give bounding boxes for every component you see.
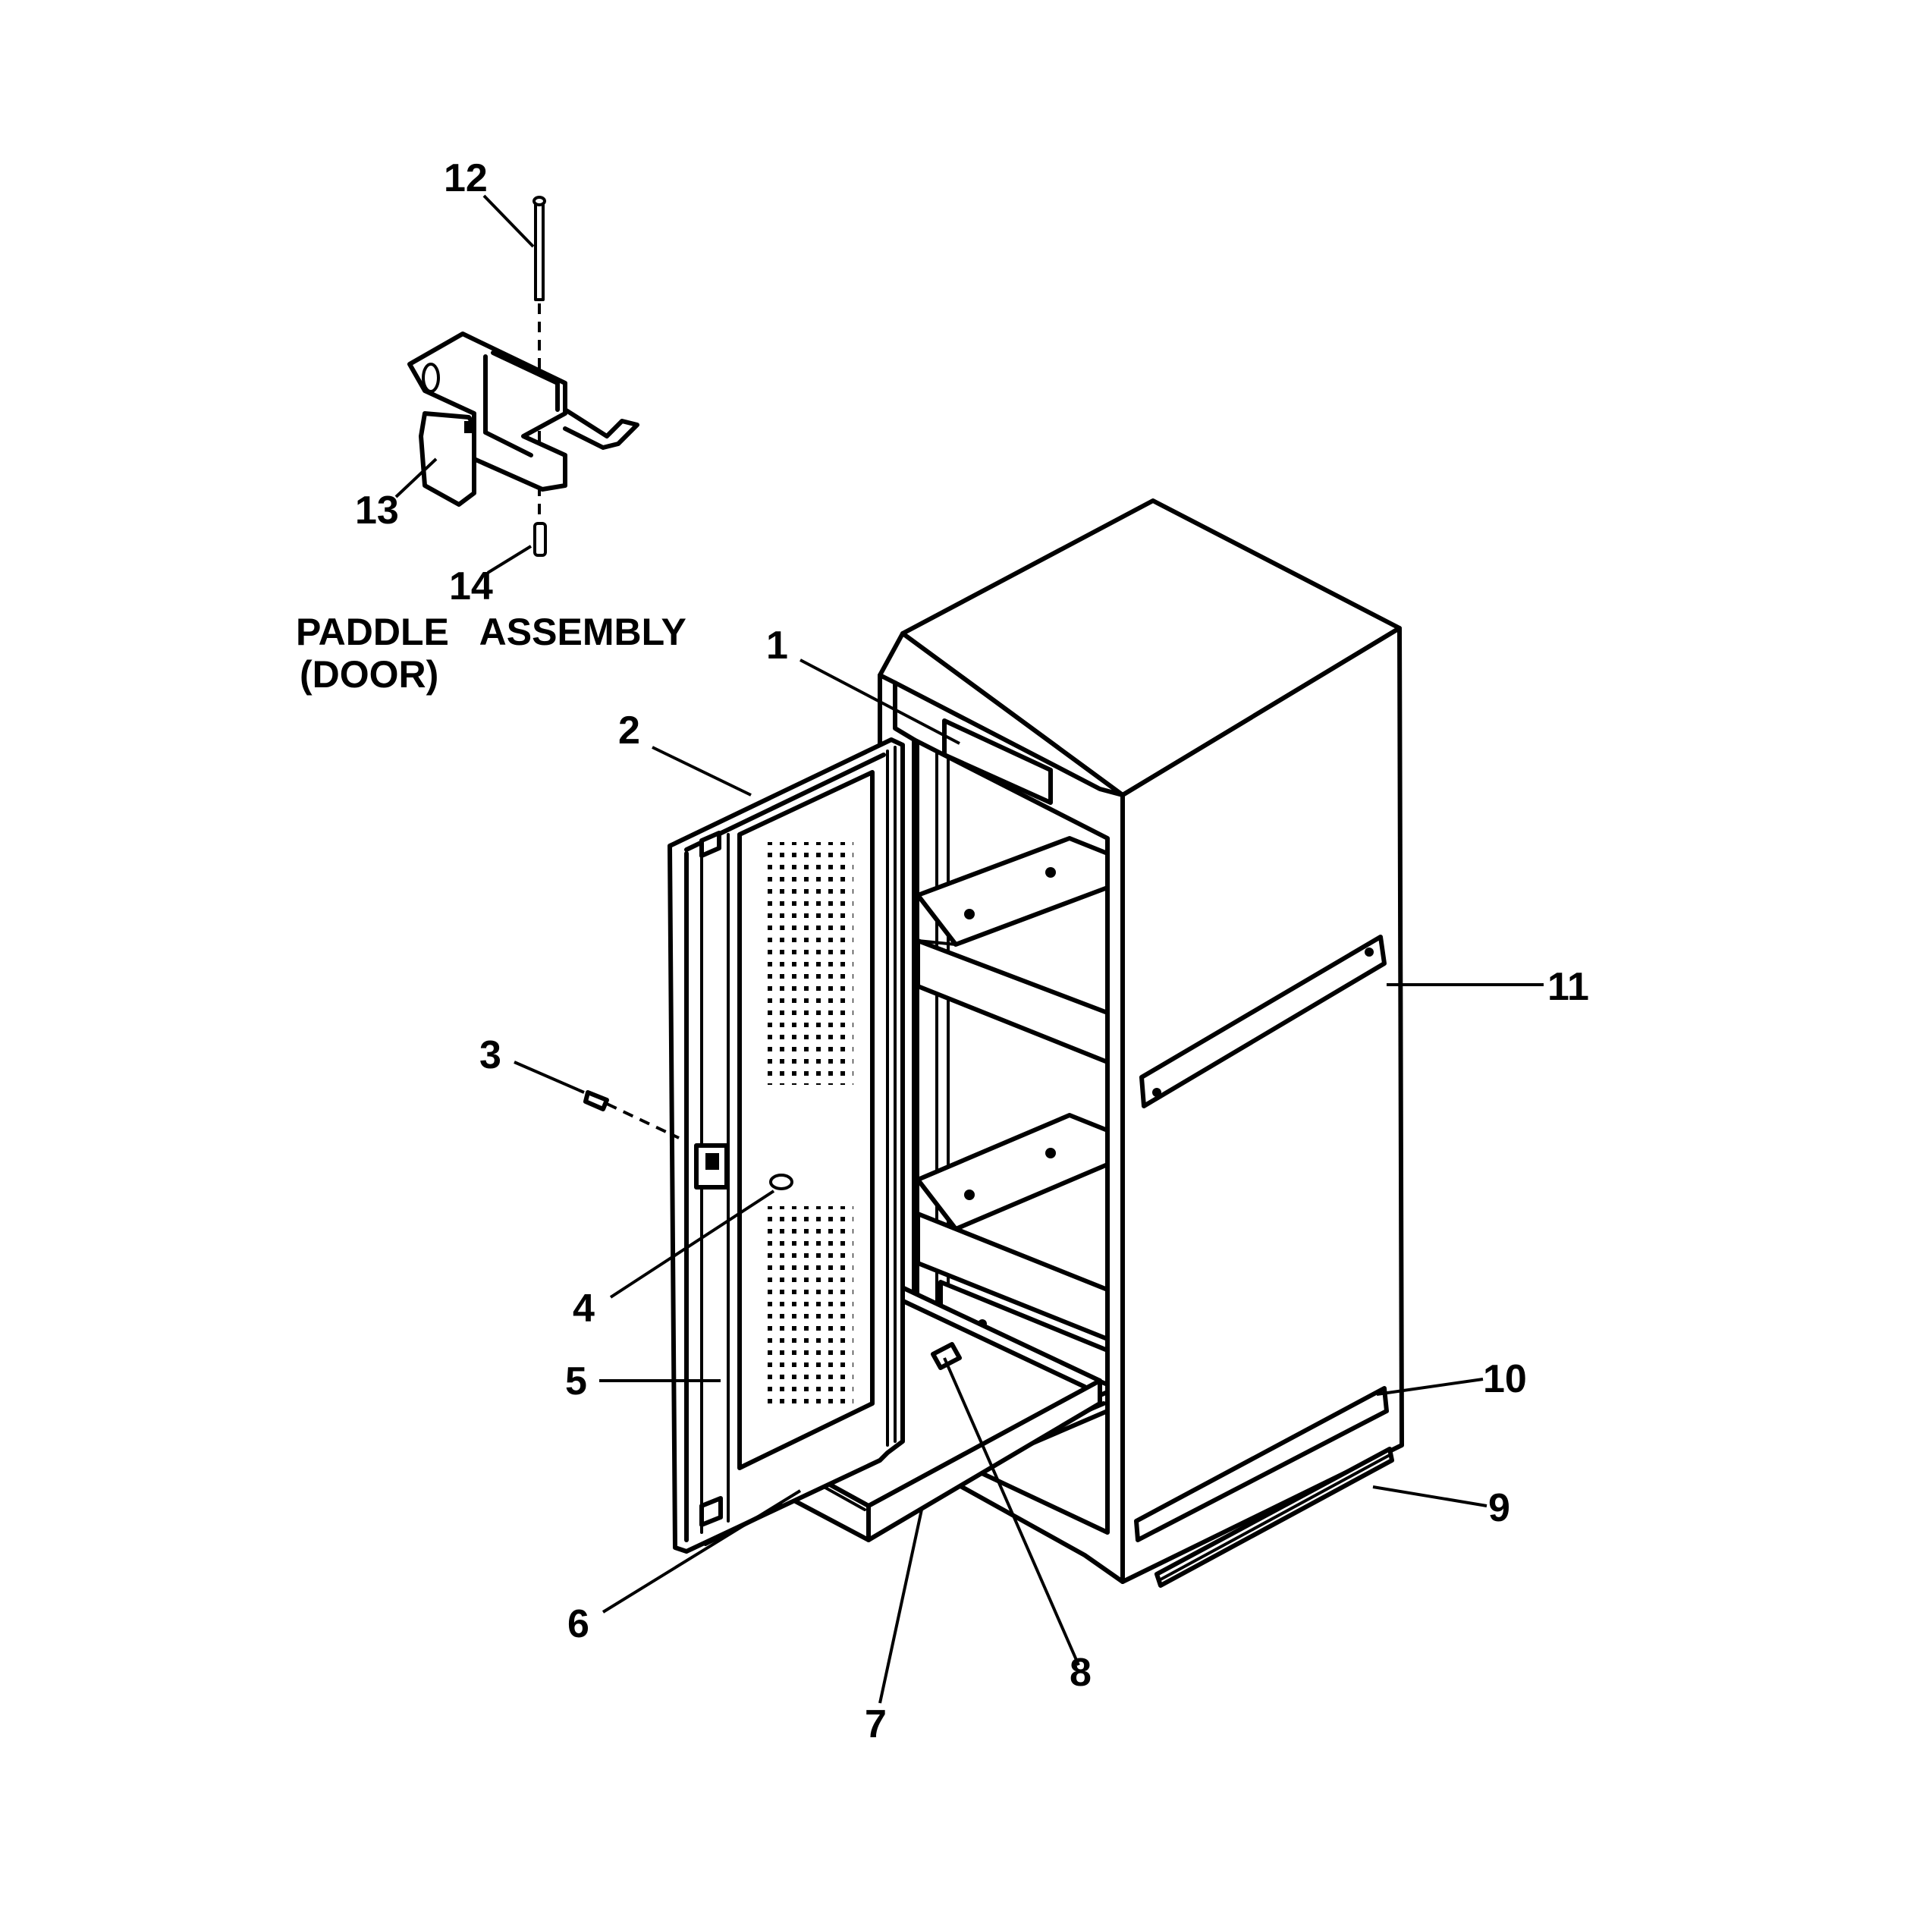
callout-6: 6 xyxy=(567,1602,589,1646)
callout-11: 11 xyxy=(1547,965,1589,1009)
freezer-cabinet xyxy=(673,498,1404,1588)
callout-13: 13 xyxy=(355,489,399,533)
callout-9: 9 xyxy=(1488,1486,1510,1530)
part-8-screw xyxy=(931,1342,962,1370)
leader-lines xyxy=(514,658,1544,1704)
cabinet-right-side xyxy=(1120,626,1404,1584)
callout-7: 7 xyxy=(865,1702,887,1746)
part-12-pin xyxy=(532,196,546,301)
caption-door: (DOOR) xyxy=(300,653,438,696)
callout-2: 2 xyxy=(618,709,640,753)
callout-5: 5 xyxy=(565,1359,587,1403)
part-1-control-panel xyxy=(942,718,1053,805)
callout-12: 12 xyxy=(444,156,488,200)
shelf-middle xyxy=(916,1113,1110,1341)
callout-4: 4 xyxy=(573,1287,595,1331)
shelf-upper xyxy=(916,836,1110,1064)
part-13-paddle xyxy=(419,411,476,507)
callout-1: 1 xyxy=(766,624,788,668)
callout-8: 8 xyxy=(1070,1651,1092,1695)
paddle-assembly: PADDLE ASSEMBLY (DOOR) xyxy=(296,194,686,696)
callouts: 1 2 3 4 5 6 7 8 9 10 11 12 13 14 xyxy=(355,156,1589,1746)
callout-3: 3 xyxy=(479,1033,501,1077)
part-3-screw xyxy=(583,1090,609,1111)
paddle-bracket xyxy=(407,332,639,507)
callout-14: 14 xyxy=(449,564,493,608)
freezer-door xyxy=(583,737,905,1554)
part-10-lower-rail xyxy=(1134,1386,1389,1542)
part-4-door-screw xyxy=(769,1174,793,1190)
part-11-side-rail xyxy=(1139,935,1387,1108)
callout-10: 10 xyxy=(1483,1357,1527,1401)
door-perforations xyxy=(762,842,853,1403)
part-14-plug xyxy=(533,522,547,557)
caption-paddle-assembly: PADDLE ASSEMBLY xyxy=(296,611,686,653)
